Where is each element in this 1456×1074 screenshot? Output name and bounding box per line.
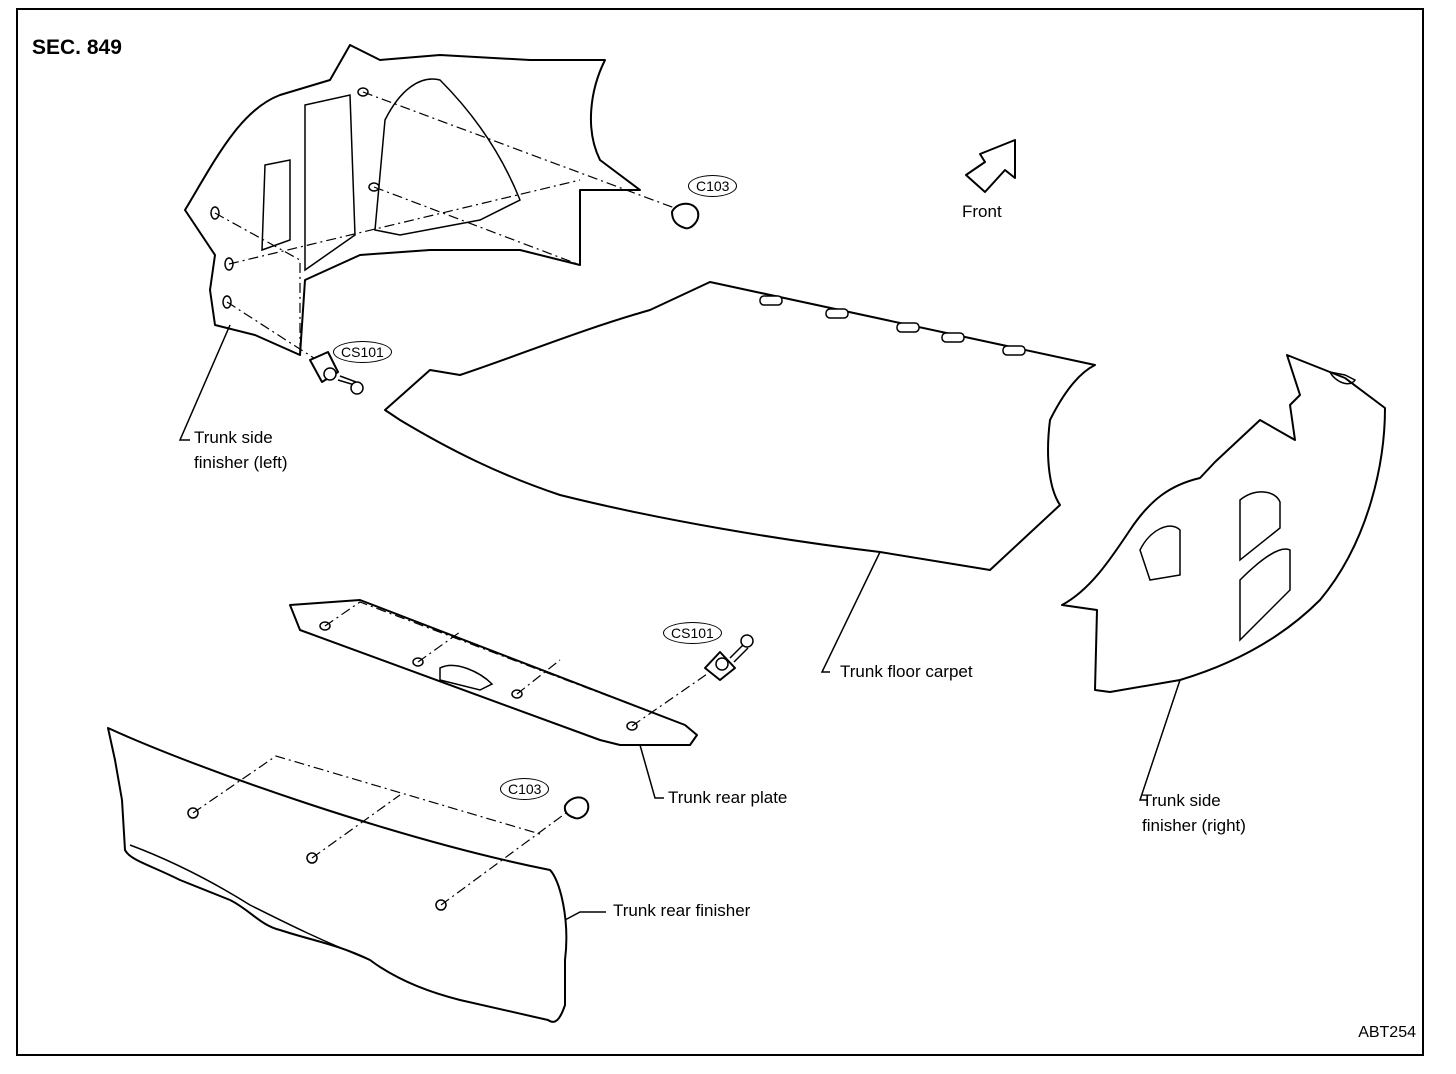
cs101-clip-left xyxy=(309,351,364,395)
cs101-clip-plate xyxy=(704,634,754,681)
callout-c103-bottom: C103 xyxy=(500,778,550,800)
section-number: SEC. 849 xyxy=(32,36,122,59)
diagram-frame xyxy=(16,8,1424,1056)
left-finisher-leader-lines xyxy=(214,91,681,363)
label-leader-lines xyxy=(178,324,1181,921)
label-side-finisher-left-line2: finisher (left) xyxy=(194,453,288,472)
figure-code: ABT254 xyxy=(1358,1024,1416,1041)
trunk-rear-plate-part xyxy=(289,599,711,746)
callout-c103-top: C103 xyxy=(688,175,738,197)
c103-clip-top xyxy=(671,202,700,230)
trunk-side-finisher-left-part xyxy=(184,44,641,356)
callout-cs101-left: CS101 xyxy=(333,341,392,363)
label-side-finisher-right-line1: Trunk side xyxy=(1142,791,1221,810)
label-rear-finisher: Trunk rear finisher xyxy=(613,901,751,920)
trunk-rear-finisher-part xyxy=(107,727,571,1023)
trunk-floor-carpet-part xyxy=(384,281,1096,571)
label-floor-carpet: Trunk floor carpet xyxy=(840,662,973,681)
front-direction-label: Front xyxy=(962,202,1002,221)
label-side-finisher-right-line2: finisher (right) xyxy=(1142,816,1246,835)
label-side-finisher-left-line1: Trunk side xyxy=(194,428,273,447)
trunk-side-finisher-right-part xyxy=(1061,354,1386,693)
front-arrow-icon xyxy=(965,139,1016,193)
c103-clip-bottom xyxy=(563,796,590,820)
callout-cs101-plate: CS101 xyxy=(663,622,722,644)
label-rear-plate: Trunk rear plate xyxy=(668,788,788,807)
